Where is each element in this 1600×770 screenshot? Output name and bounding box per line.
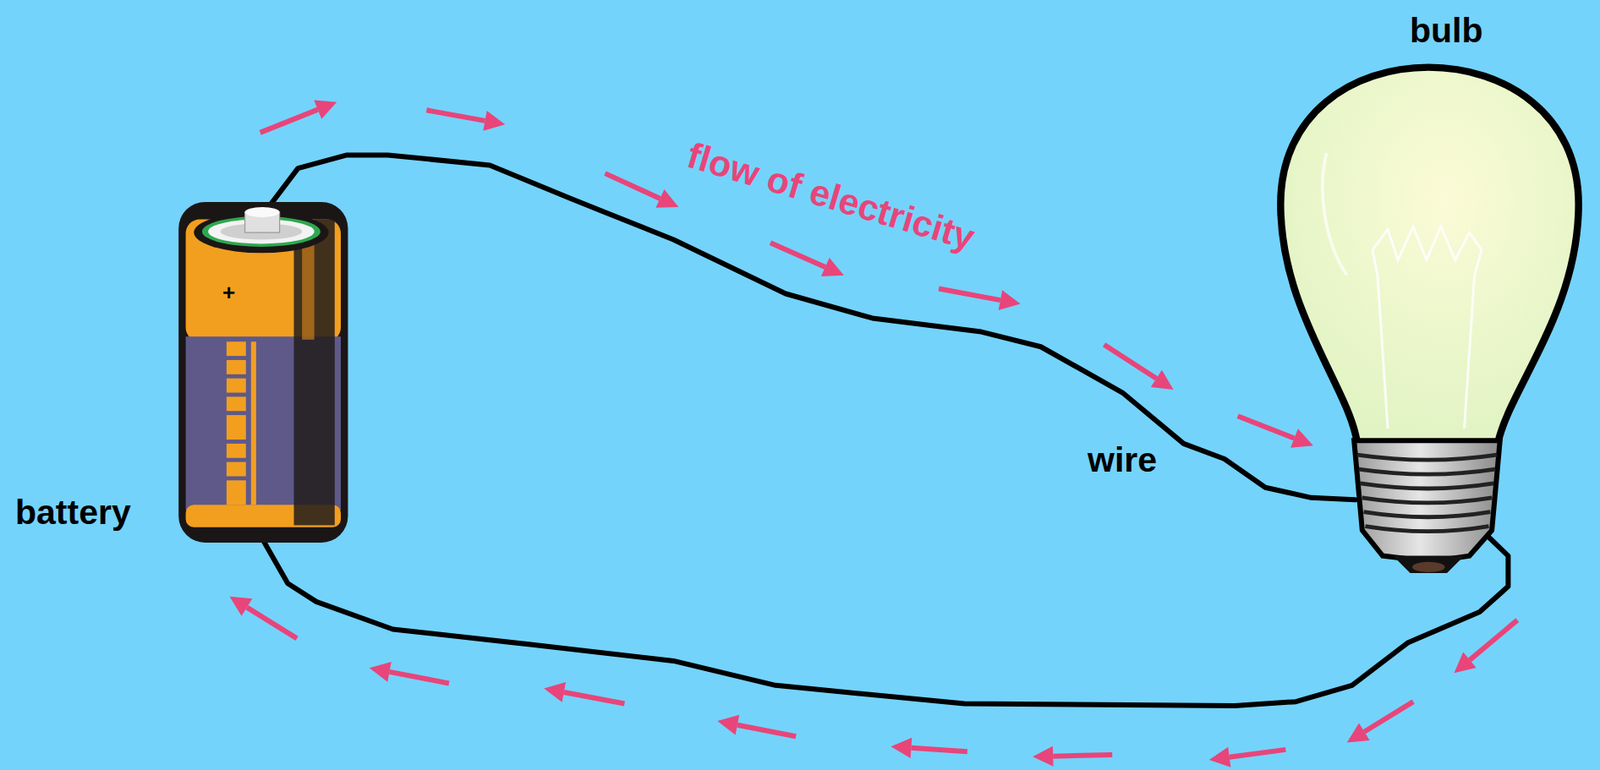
- flow-arrow: [426, 109, 485, 121]
- flow-arrow: [770, 242, 826, 268]
- screw-thread: [1360, 483, 1495, 489]
- arrow-head: [1209, 747, 1232, 768]
- arrow-head: [890, 738, 912, 759]
- flow-arrow: [246, 608, 297, 640]
- arrow-head: [655, 189, 679, 209]
- flow-arrow: [910, 748, 967, 752]
- flow-arrow: [1052, 755, 1113, 757]
- flow-arrow: [1364, 701, 1414, 733]
- screw-thread: [1358, 469, 1496, 475]
- battery-label: battery: [15, 495, 132, 531]
- flow-arrow: [938, 288, 1001, 301]
- arrow-head: [369, 662, 392, 683]
- flow-arrow: [1238, 416, 1295, 439]
- bulb-label: bulb: [1409, 13, 1484, 49]
- arrow-head: [482, 110, 505, 132]
- arrow-head: [543, 682, 566, 703]
- flow-arrow: [1229, 750, 1287, 758]
- flow-arrow: [389, 672, 450, 685]
- arrow-head: [1453, 652, 1476, 674]
- arrow-head: [998, 290, 1021, 311]
- flow-arrow: [1469, 620, 1518, 661]
- polarity-sign: +: [222, 281, 236, 304]
- screw-thread: [1357, 454, 1497, 461]
- flow-label: flow of electricity: [684, 136, 980, 257]
- arrow-head: [313, 99, 337, 119]
- arrow-head: [821, 257, 844, 277]
- arrow-head: [1150, 370, 1174, 390]
- flow-arrow: [564, 692, 625, 705]
- arrow-head: [1347, 723, 1370, 743]
- arrow-head: [229, 597, 253, 617]
- flow-arrows: [229, 99, 1518, 768]
- flow-arrow: [1104, 345, 1157, 379]
- flow-arrow: [260, 109, 318, 133]
- screw-thread: [1362, 498, 1493, 504]
- wire-label: wire: [1084, 443, 1160, 478]
- flow-arrow: [605, 173, 661, 199]
- screw-thread: [1364, 512, 1491, 518]
- arrow-head: [1290, 428, 1314, 448]
- arrow-head: [1032, 746, 1053, 768]
- bulb-symbol: [1280, 67, 1579, 574]
- arrow-head: [717, 715, 740, 736]
- flow-arrow: [737, 725, 796, 737]
- screw-thread: [1364, 526, 1489, 532]
- battery-symbol: [178, 202, 348, 543]
